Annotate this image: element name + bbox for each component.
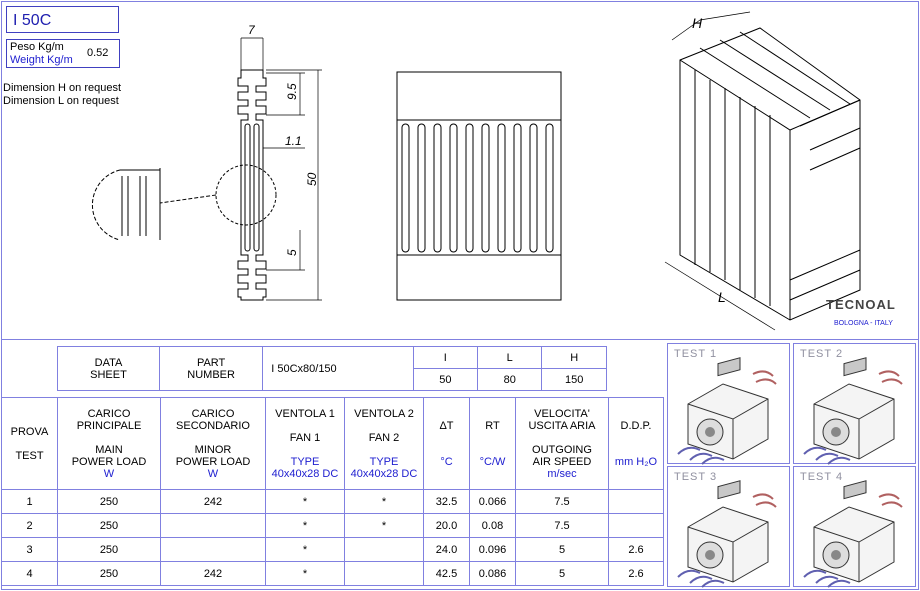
weight-value: 0.52 <box>87 47 109 59</box>
fin-slot <box>401 123 410 253</box>
note-dimension-h: Dimension H on request <box>3 82 122 94</box>
dim-header-h: H <box>541 346 607 369</box>
dim-value-l: 80 <box>477 368 543 391</box>
dim-value-h: 150 <box>541 368 607 391</box>
fin-slot <box>481 123 490 253</box>
dim-50: 50 <box>305 172 319 186</box>
dim-value-i: 50 <box>412 368 479 391</box>
dim-1-1: 1.1 <box>285 134 302 148</box>
profile-drawings: 7 9.5 1.1 50 5 H L <box>91 11 861 331</box>
header-rt: RT°C/W <box>469 397 516 490</box>
section-divider <box>1 339 918 340</box>
weight-box: Peso Kg/m Weight Kg/m 0.52 <box>6 39 120 68</box>
test-panel-3: TEST 3 <box>667 466 790 588</box>
dim-header-i: I <box>412 346 479 369</box>
fin-slot <box>545 123 554 253</box>
fin-slot <box>465 123 474 253</box>
isometric-view <box>664 11 861 331</box>
test-panel-1: TEST 1 <box>667 343 790 465</box>
test-3-illustration <box>677 479 777 588</box>
product-code: I 50C <box>6 6 119 33</box>
profile-outline <box>237 69 267 301</box>
test-4-illustration <box>803 479 903 588</box>
header-ddp: D.D.P.mm H₂O <box>608 397 664 490</box>
fin-slot <box>417 123 426 253</box>
dim-header-l: L <box>477 346 543 369</box>
fin-slot <box>433 123 442 253</box>
part-number-value: I 50Cx80/150 <box>262 346 414 391</box>
test-2-illustration <box>803 356 903 465</box>
test-1-illustration <box>677 356 777 465</box>
test-panel-2: TEST 2 <box>793 343 916 465</box>
fin-slot <box>529 123 538 253</box>
test-panel-4: TEST 4 <box>793 466 916 588</box>
weight-label-it: Peso Kg/m <box>10 41 64 53</box>
fin-slot <box>449 123 458 253</box>
tecnoal-logo: TECNOAL <box>826 297 896 312</box>
fin-slot <box>497 123 506 253</box>
logo-location: BOLOGNA - ITALY <box>834 320 893 327</box>
iso-dim-l: L <box>718 289 726 305</box>
fin-slot <box>513 123 522 253</box>
dim-7: 7 <box>248 23 256 37</box>
iso-dim-h: H <box>692 15 703 31</box>
dim-9-5: 9.5 <box>285 83 299 100</box>
weight-label-en: Weight Kg/m <box>10 54 73 66</box>
dim-5: 5 <box>285 249 299 256</box>
header-delta-t: ΔT°C <box>423 397 470 490</box>
profile-array <box>396 71 562 301</box>
note-dimension-l: Dimension L on request <box>3 95 119 107</box>
